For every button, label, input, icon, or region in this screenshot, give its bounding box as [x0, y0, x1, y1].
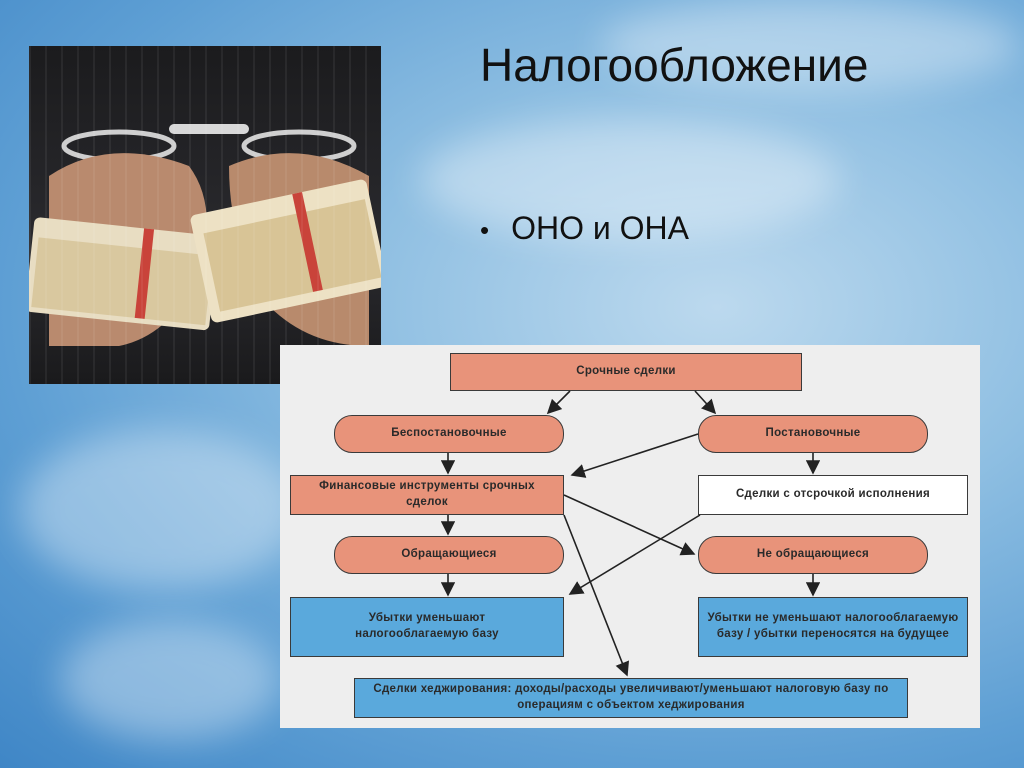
cloud — [600, 0, 1020, 90]
handcuffed-hands-with-money-image — [29, 124, 381, 346]
node-postanovochnye: Постановочные — [698, 415, 928, 453]
bullet-item: • ОНО и ОНА — [480, 210, 689, 247]
node-otsrochka: Сделки с отсрочкой исполнения — [698, 475, 968, 515]
photo-handcuffed-hands-with-money — [29, 46, 381, 384]
node-bespostanovochnye: Беспостановочные — [334, 415, 564, 453]
node-ubytki-umenshayut: Убытки уменьшают налогооблагаемую базу — [290, 597, 564, 657]
node-srochnye-sdelki: Срочные сделки — [450, 353, 802, 391]
diagram-arrows — [440, 390, 821, 677]
node-fin-instrumenty: Финансовые инструменты срочных сделок — [290, 475, 564, 515]
bullet-dot-icon: • — [480, 215, 490, 245]
node-ne-obrashchayushchiesya: Не обращающиеся — [698, 536, 928, 574]
bullet-text: ОНО и ОНА — [511, 210, 689, 246]
node-obrashchayushchiesya: Обращающиеся — [334, 536, 564, 574]
cloud — [60, 620, 280, 740]
node-ubytki-ne-umenshayut: Убытки не уменьшают налогооблагаемую баз… — [698, 597, 968, 657]
slide-title: Налогообложение — [480, 39, 869, 91]
node-sdelki-hedzhirovaniya: Сделки хеджирования: доходы/расходы увел… — [354, 678, 908, 718]
tax-diagram: Срочные сделки Беспостановочные Постанов… — [280, 345, 980, 728]
cloud — [420, 120, 840, 240]
cloud — [20, 430, 300, 590]
